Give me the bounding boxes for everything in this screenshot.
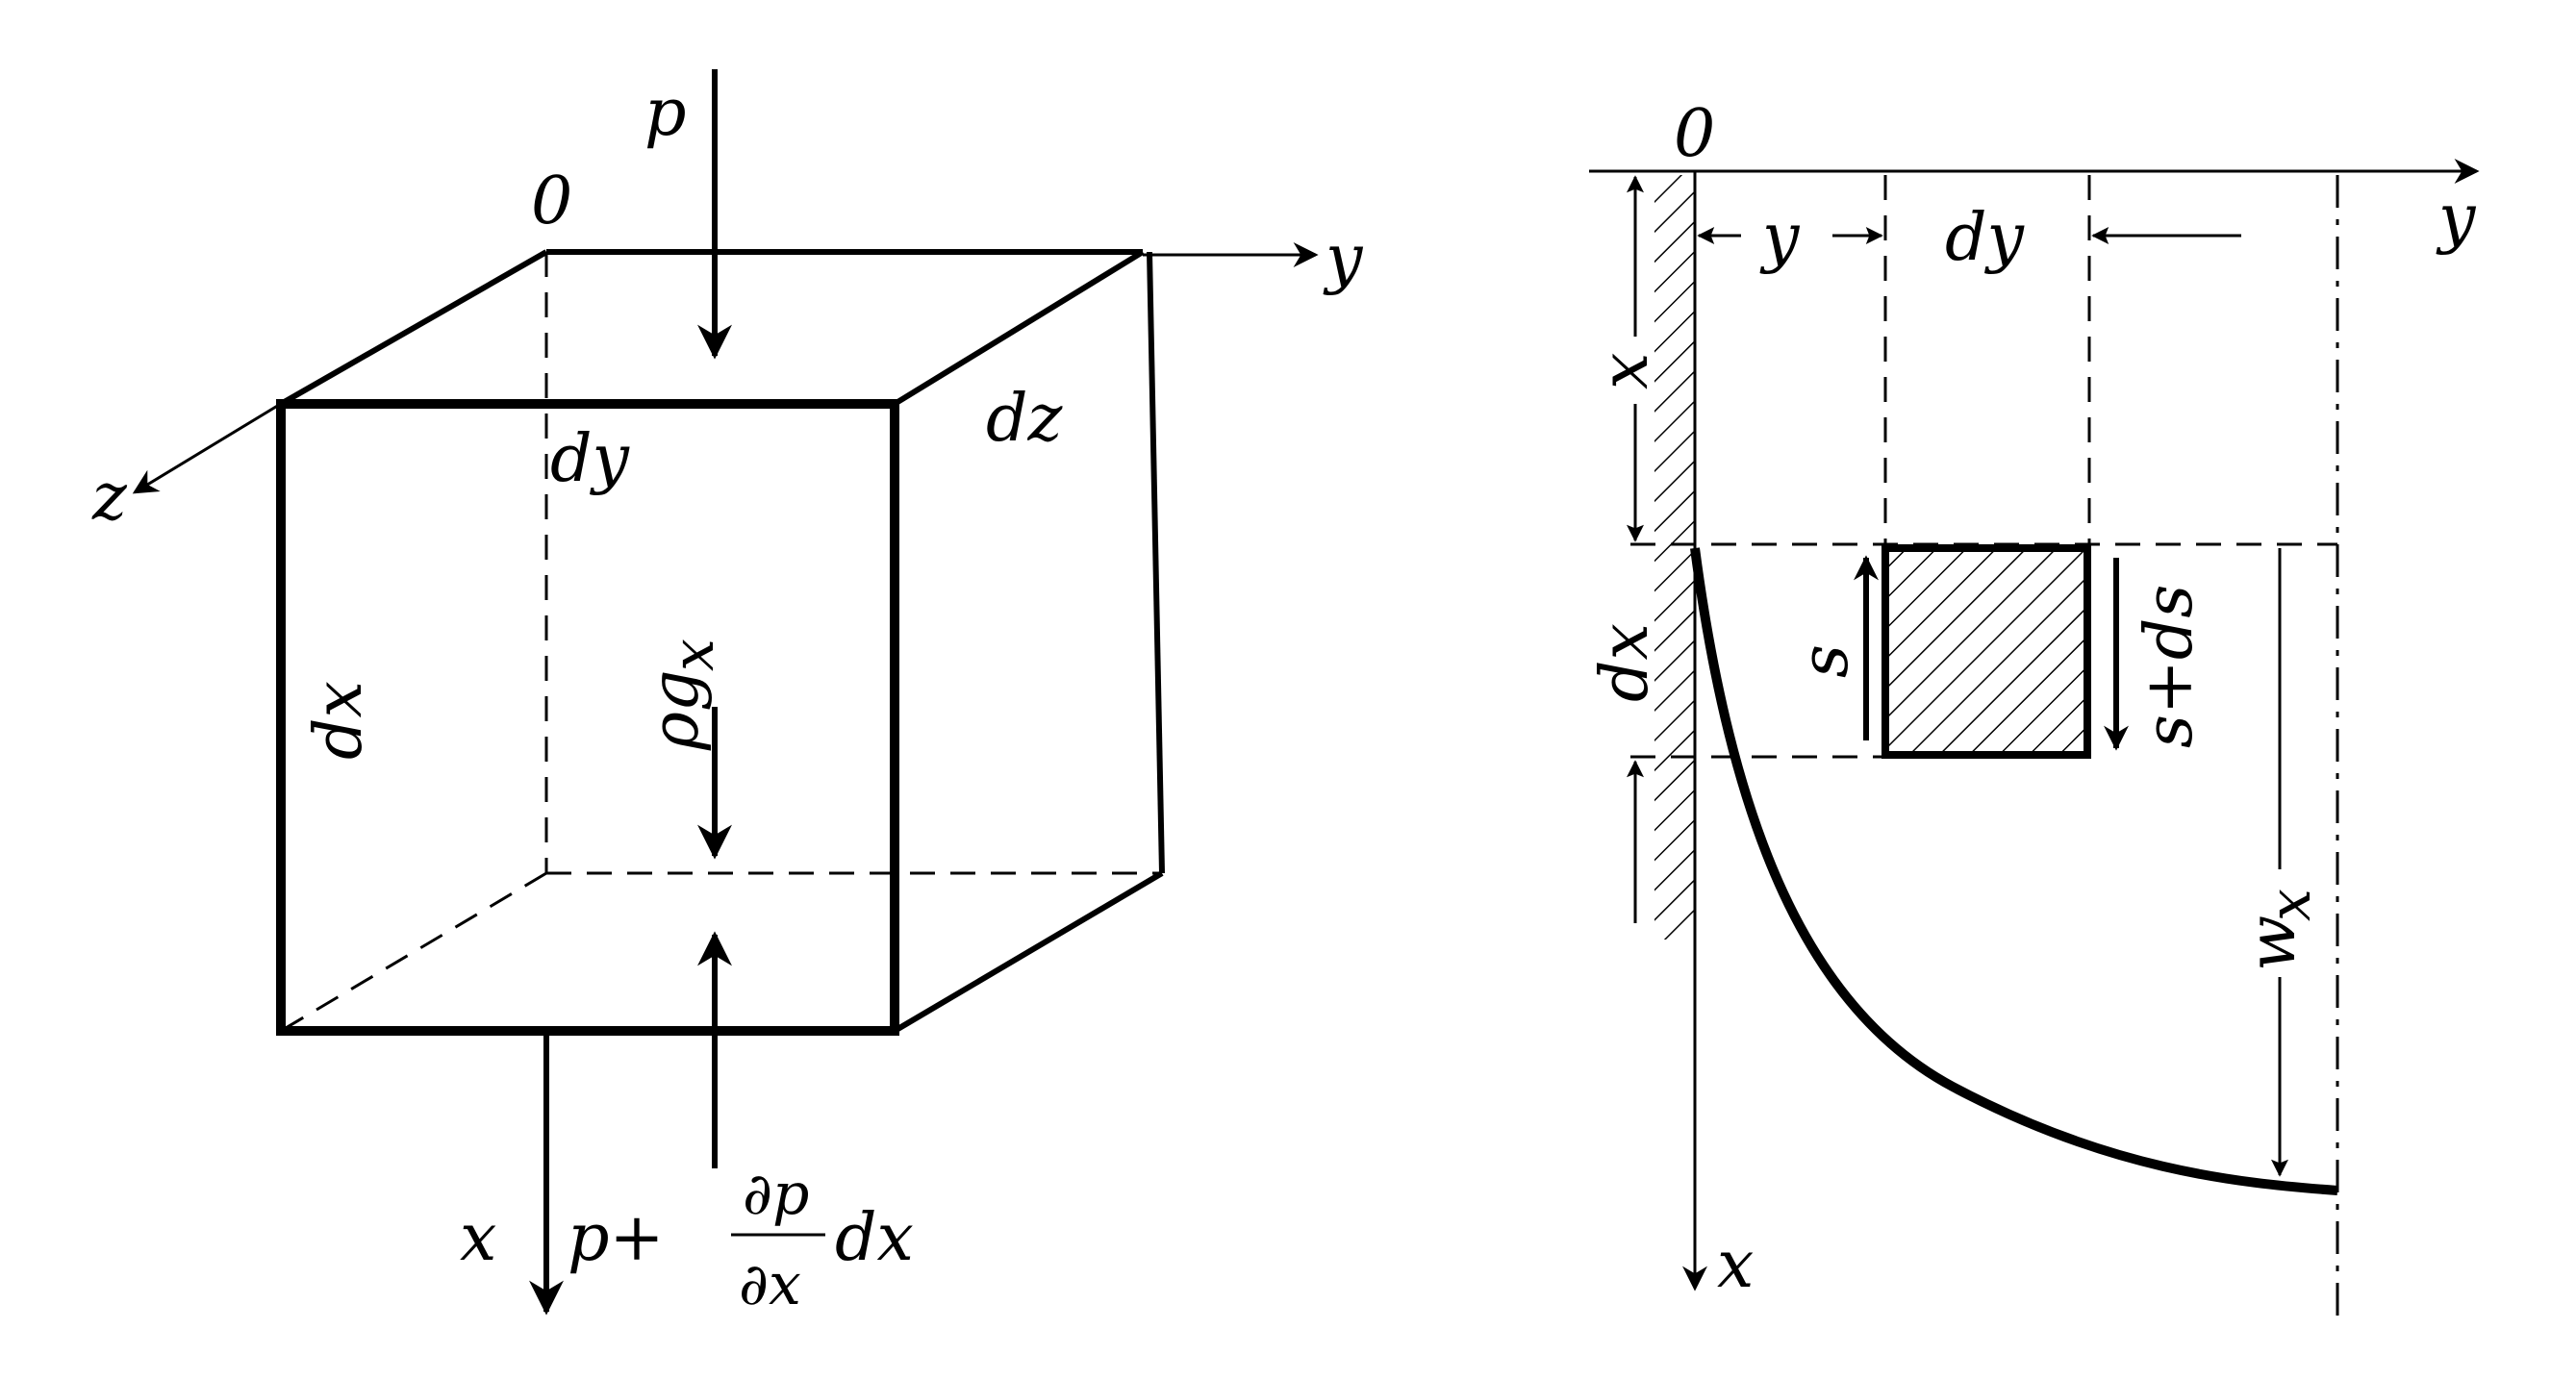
cube-origin-label: 0 bbox=[531, 163, 572, 239]
stress-s-label: s bbox=[1787, 644, 1863, 678]
body-force-symbol: ρg bbox=[638, 669, 714, 751]
stress-s-plus-ds-label: s+ds bbox=[2132, 585, 2208, 748]
cube-bottom-right-edge bbox=[893, 870, 1164, 1034]
velocity-profile-curve bbox=[1690, 547, 2338, 1195]
dim-x-label: x bbox=[1587, 353, 1663, 389]
pressure-top-label: p bbox=[644, 75, 687, 151]
body-force-label: ρg x bbox=[638, 639, 727, 751]
right-axis-x-label: x bbox=[1717, 1227, 1754, 1303]
edge-dy-label: dy bbox=[550, 421, 631, 497]
wall-hatched bbox=[1654, 175, 1695, 940]
edge-dx-label: dx bbox=[301, 681, 377, 760]
velocity-label: w x bbox=[2235, 869, 2324, 977]
velocity-symbol: w bbox=[2235, 915, 2311, 971]
pressure-bottom-denominator: ∂x bbox=[739, 1251, 801, 1318]
cube-top-right-edge bbox=[893, 249, 1145, 407]
cube-figure: 0 y z x p dy dz dx ρg x p+ ∂p ∂x dx bbox=[91, 69, 1364, 1318]
fluid-element bbox=[1881, 544, 2091, 759]
edge-dz-label: dz bbox=[986, 381, 1064, 457]
dim-y-label: y bbox=[1759, 200, 1801, 276]
boundary-layer-figure: 0 y x y dy x dx s s+ds w x bbox=[1587, 96, 2480, 1319]
pressure-bottom-label: p+ ∂p ∂x dx bbox=[568, 1161, 914, 1318]
velocity-subscript: x bbox=[2257, 889, 2324, 921]
right-axis-y-label: y bbox=[2436, 181, 2477, 257]
axis-z-arrow bbox=[132, 397, 290, 494]
body-force-subscript: x bbox=[660, 639, 727, 671]
pressure-bottom-suffix: dx bbox=[835, 1200, 914, 1276]
axis-z-label: z bbox=[91, 460, 128, 536]
axis-y-label: y bbox=[1323, 221, 1364, 297]
velocity-label-bg bbox=[2238, 869, 2313, 977]
pressure-bottom-prefix: p+ bbox=[568, 1200, 665, 1276]
right-origin-label: 0 bbox=[1674, 96, 1715, 172]
dim-dx-label: dx bbox=[1587, 623, 1663, 702]
cube-back-right-edge bbox=[1147, 251, 1165, 874]
cube-front-face bbox=[276, 399, 899, 1036]
pressure-bottom-numerator: ∂p bbox=[743, 1161, 809, 1228]
cube-hidden-edge-left-bottom bbox=[280, 871, 547, 1033]
axis-x-label: x bbox=[460, 1200, 496, 1276]
cube-top-left-edge bbox=[279, 249, 548, 407]
dim-dy-label: dy bbox=[1945, 200, 2026, 276]
